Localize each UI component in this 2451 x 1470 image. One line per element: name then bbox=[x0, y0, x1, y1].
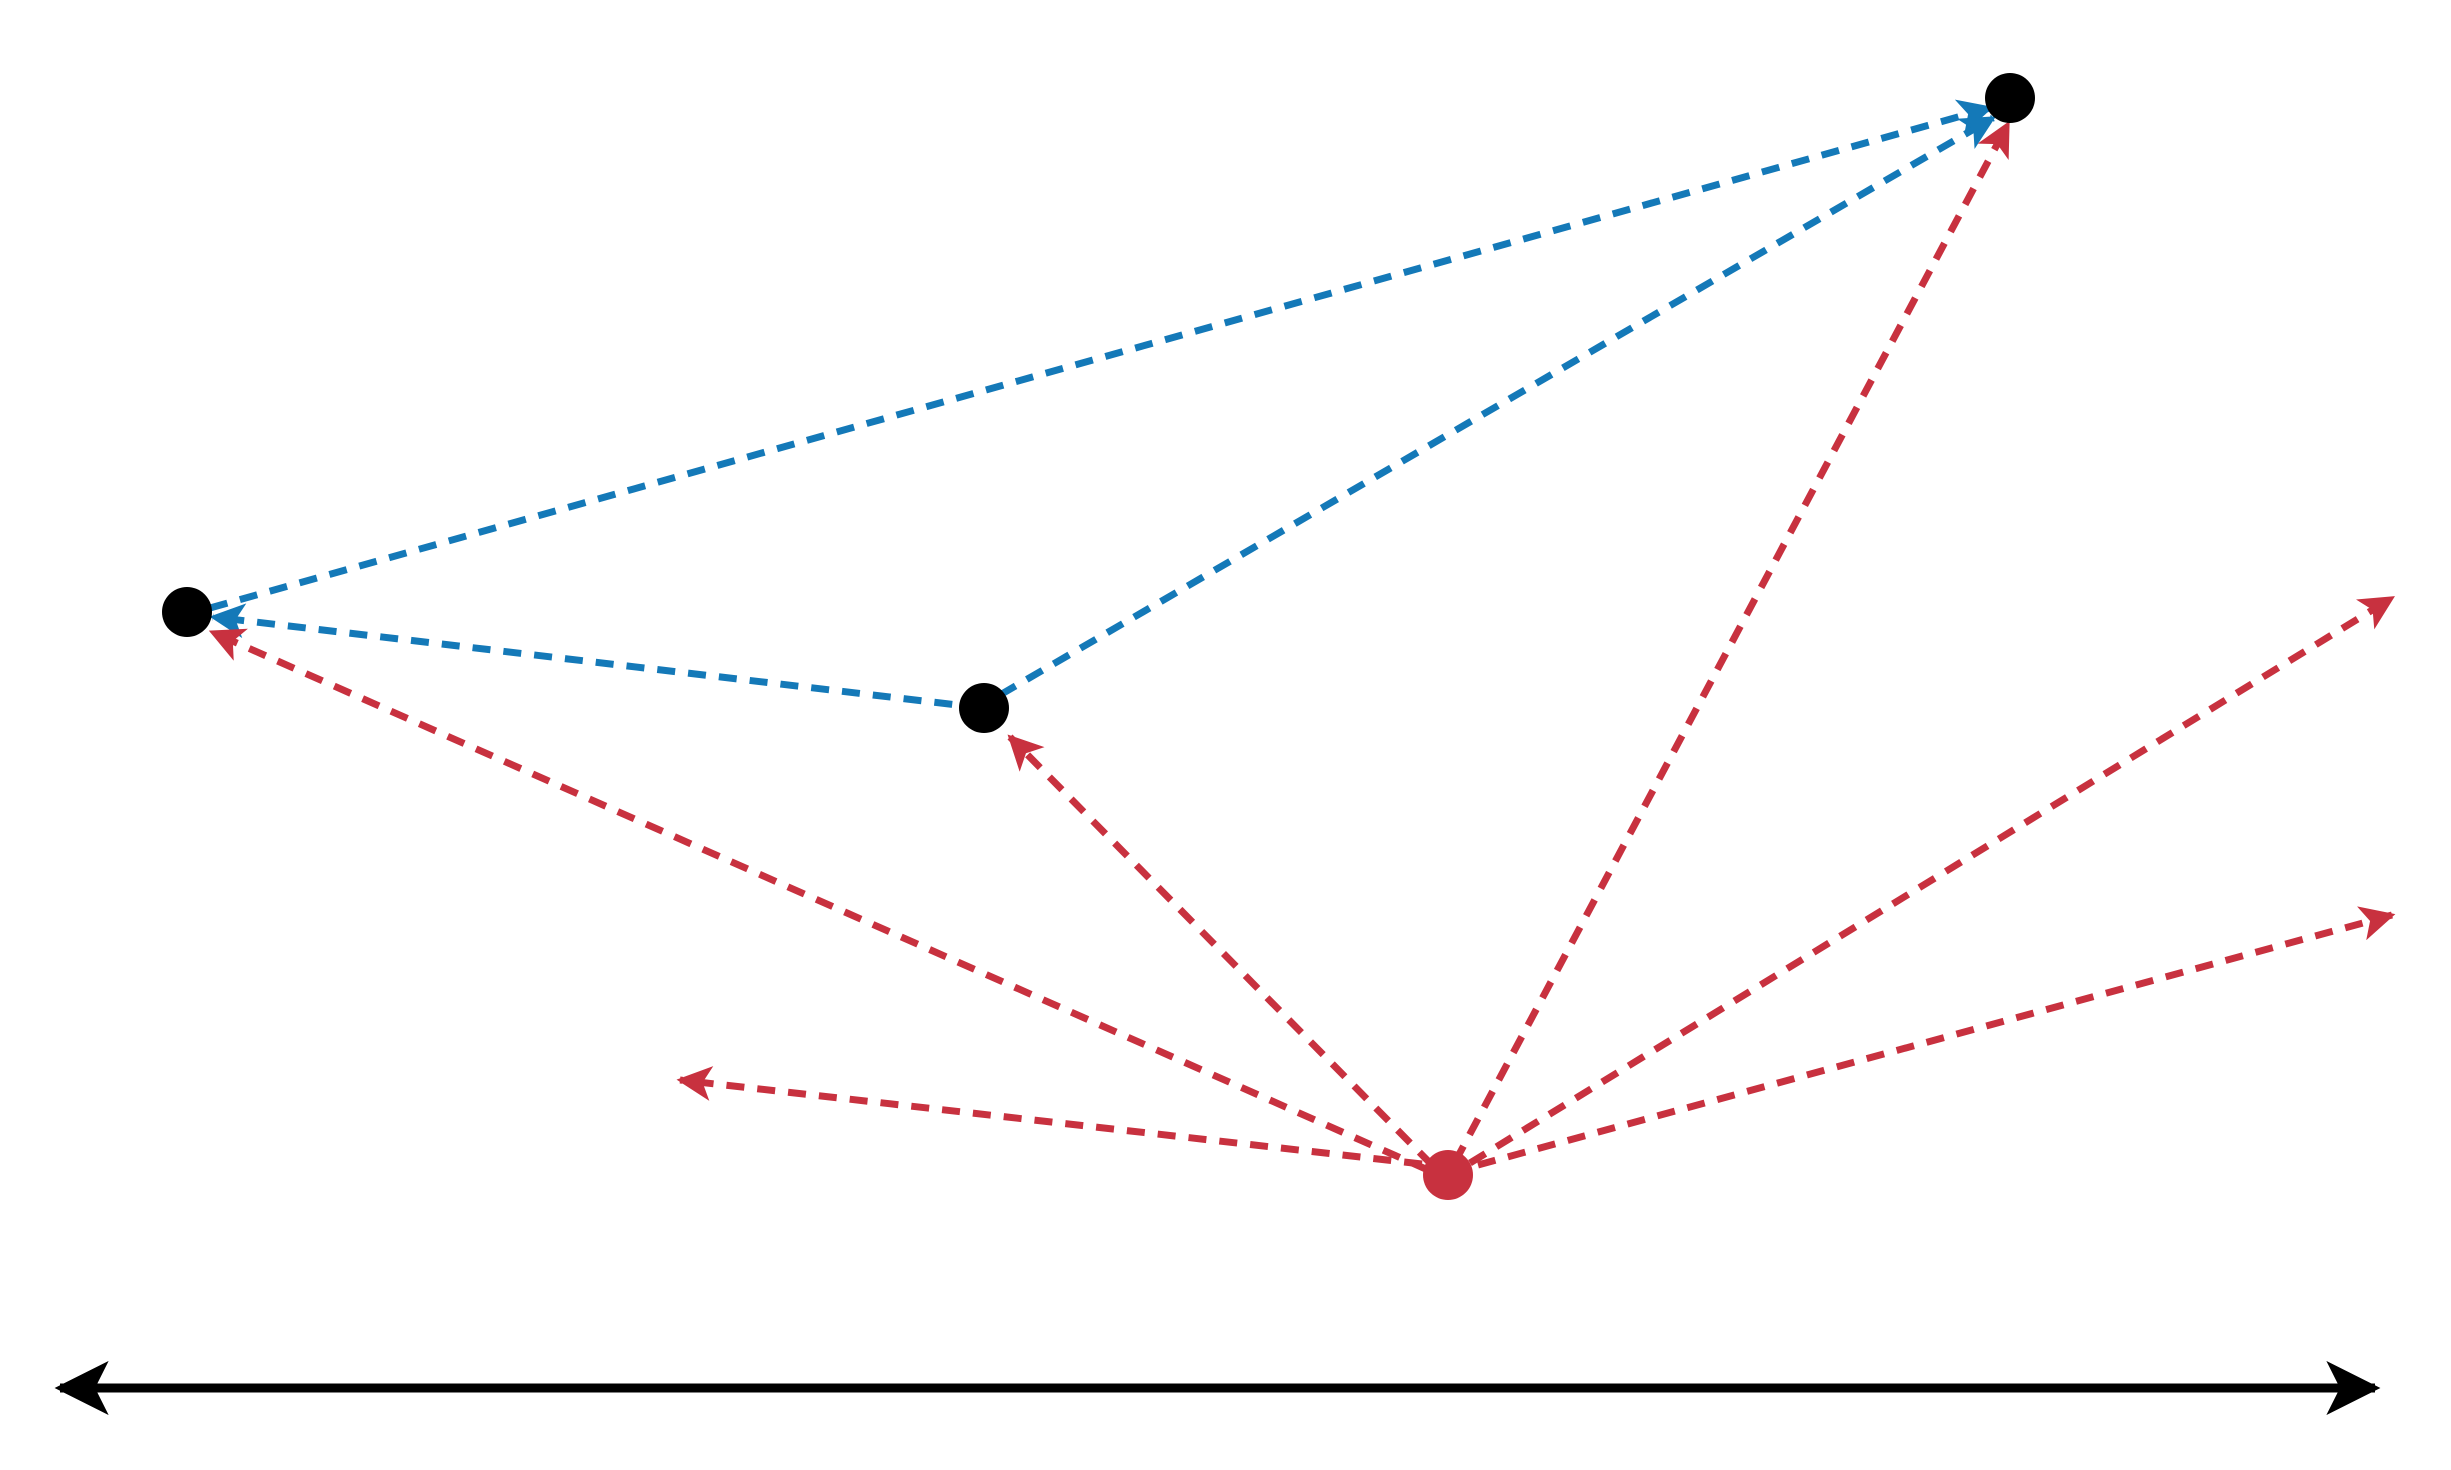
red-edges bbox=[208, 120, 2396, 1174]
blue-edges bbox=[209, 99, 1997, 712]
red-edge-source-to-c bbox=[1451, 120, 2012, 1164]
blue-edge-b-to-c bbox=[998, 114, 1997, 699]
blue-edge-b-to-a bbox=[209, 603, 984, 712]
nodes bbox=[162, 73, 2035, 1200]
red-ray-right-lower bbox=[1477, 906, 2396, 1169]
red-ray-left bbox=[676, 1066, 1423, 1168]
red-edge-source-to-b bbox=[1007, 734, 1435, 1168]
red-ray-right-upper bbox=[1468, 595, 2395, 1166]
blue-edge-a-to-c bbox=[209, 99, 1994, 612]
red-edge-source-to-a bbox=[208, 628, 1430, 1174]
node-c bbox=[1985, 73, 2035, 123]
source-node bbox=[1423, 1150, 1473, 1200]
node-b bbox=[959, 683, 1009, 733]
node-a bbox=[162, 587, 212, 637]
